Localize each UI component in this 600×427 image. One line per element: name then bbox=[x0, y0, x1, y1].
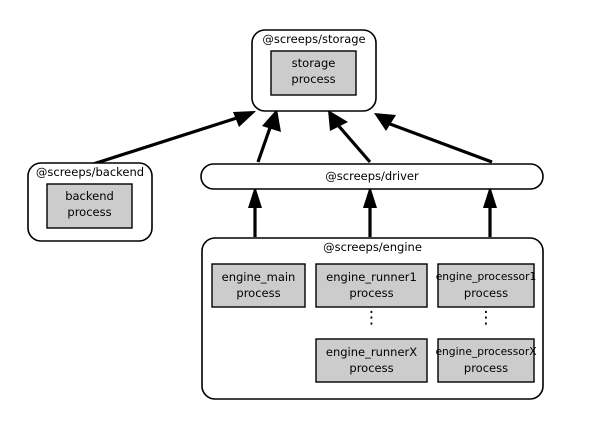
package-driver[interactable] bbox=[200, 163, 544, 190]
process-box-engine-runnerX[interactable] bbox=[315, 338, 428, 383]
edge-engine-to-driver-right bbox=[483, 186, 497, 237]
process-box-backend[interactable] bbox=[46, 183, 133, 229]
process-box-engine-processorX[interactable] bbox=[437, 338, 535, 383]
edge-backend-to-storage bbox=[86, 111, 256, 168]
process-box-engine-runner1[interactable] bbox=[315, 263, 428, 308]
process-box-storage[interactable] bbox=[270, 50, 357, 96]
edge-engine-to-driver-middle bbox=[363, 186, 377, 237]
process-box-engine-main[interactable] bbox=[211, 263, 306, 308]
edge-driver-to-storage-middle bbox=[328, 110, 372, 164]
process-box-engine-processor1[interactable] bbox=[437, 263, 535, 308]
edge-engine-to-driver-left bbox=[248, 186, 262, 237]
edge-driver-to-storage-left bbox=[256, 109, 281, 163]
edge-driver-to-storage-right bbox=[374, 113, 493, 164]
